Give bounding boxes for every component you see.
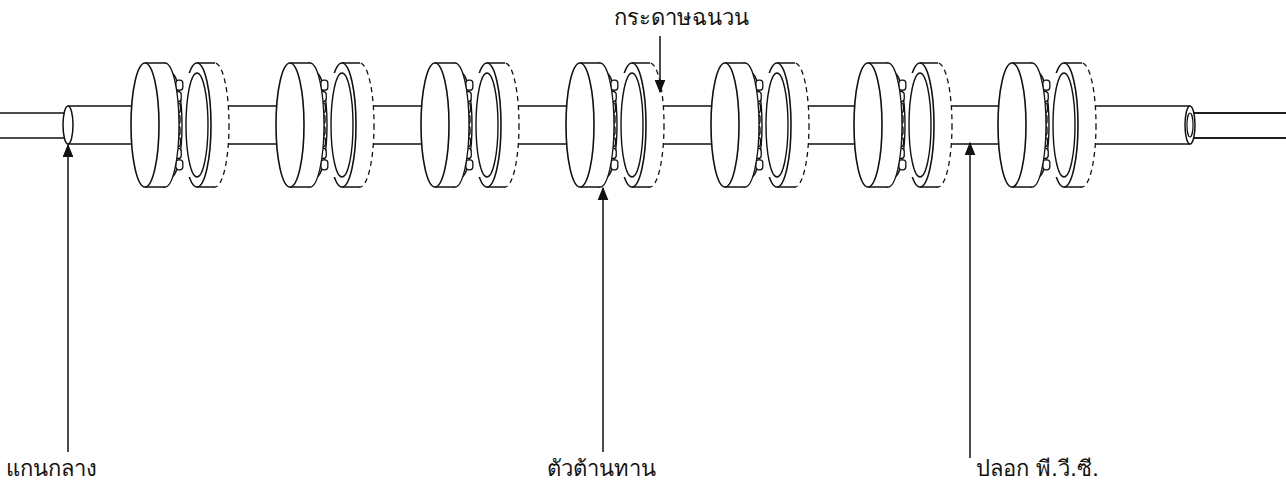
resistor-group xyxy=(998,63,1096,187)
resistor-group xyxy=(276,63,374,187)
insulating-washer xyxy=(854,63,902,187)
resistor-edge xyxy=(186,73,208,177)
part-label: ปลอก พี.วี.ซี. xyxy=(974,455,1101,484)
part-label: กระดาษฉนวน xyxy=(612,4,751,33)
insulating-washer xyxy=(276,63,324,187)
insulating-washer xyxy=(566,63,614,187)
sleeve-end xyxy=(63,106,73,144)
resistor-edge xyxy=(476,73,498,177)
rod-edge xyxy=(1193,112,1286,113)
resistor-group xyxy=(566,63,664,187)
insulating-washer xyxy=(421,63,469,187)
washer-face xyxy=(998,63,1026,187)
leader-line xyxy=(67,145,69,452)
washer-face xyxy=(131,63,159,187)
leader-lines xyxy=(68,36,970,458)
washer-face xyxy=(566,63,594,187)
resistor-edge xyxy=(331,73,353,177)
resistor-group xyxy=(131,63,229,187)
resistor-group xyxy=(711,63,809,187)
resistor-stack xyxy=(131,63,1096,187)
washer-face xyxy=(421,63,449,187)
rod-edge xyxy=(1193,137,1286,138)
part-label: ตัวต้านทาน xyxy=(545,455,658,484)
resistor-group xyxy=(421,63,519,187)
resistor-edge xyxy=(909,73,931,177)
washer-face xyxy=(854,63,882,187)
leader-line xyxy=(659,36,661,92)
resistor-edge xyxy=(766,73,788,177)
insulating-washer xyxy=(131,63,179,187)
washer-face xyxy=(711,63,739,187)
part-label: แกนกลาง xyxy=(4,455,99,484)
resistor-group xyxy=(854,63,952,187)
insulating-washer xyxy=(711,63,759,187)
leader-line xyxy=(602,188,604,452)
resistor-edge xyxy=(621,73,643,177)
washer-face xyxy=(276,63,304,187)
leader-line xyxy=(969,143,971,458)
insulating-washer xyxy=(998,63,1046,187)
rod-end xyxy=(1187,113,1193,137)
resistor-edge xyxy=(1053,73,1075,177)
